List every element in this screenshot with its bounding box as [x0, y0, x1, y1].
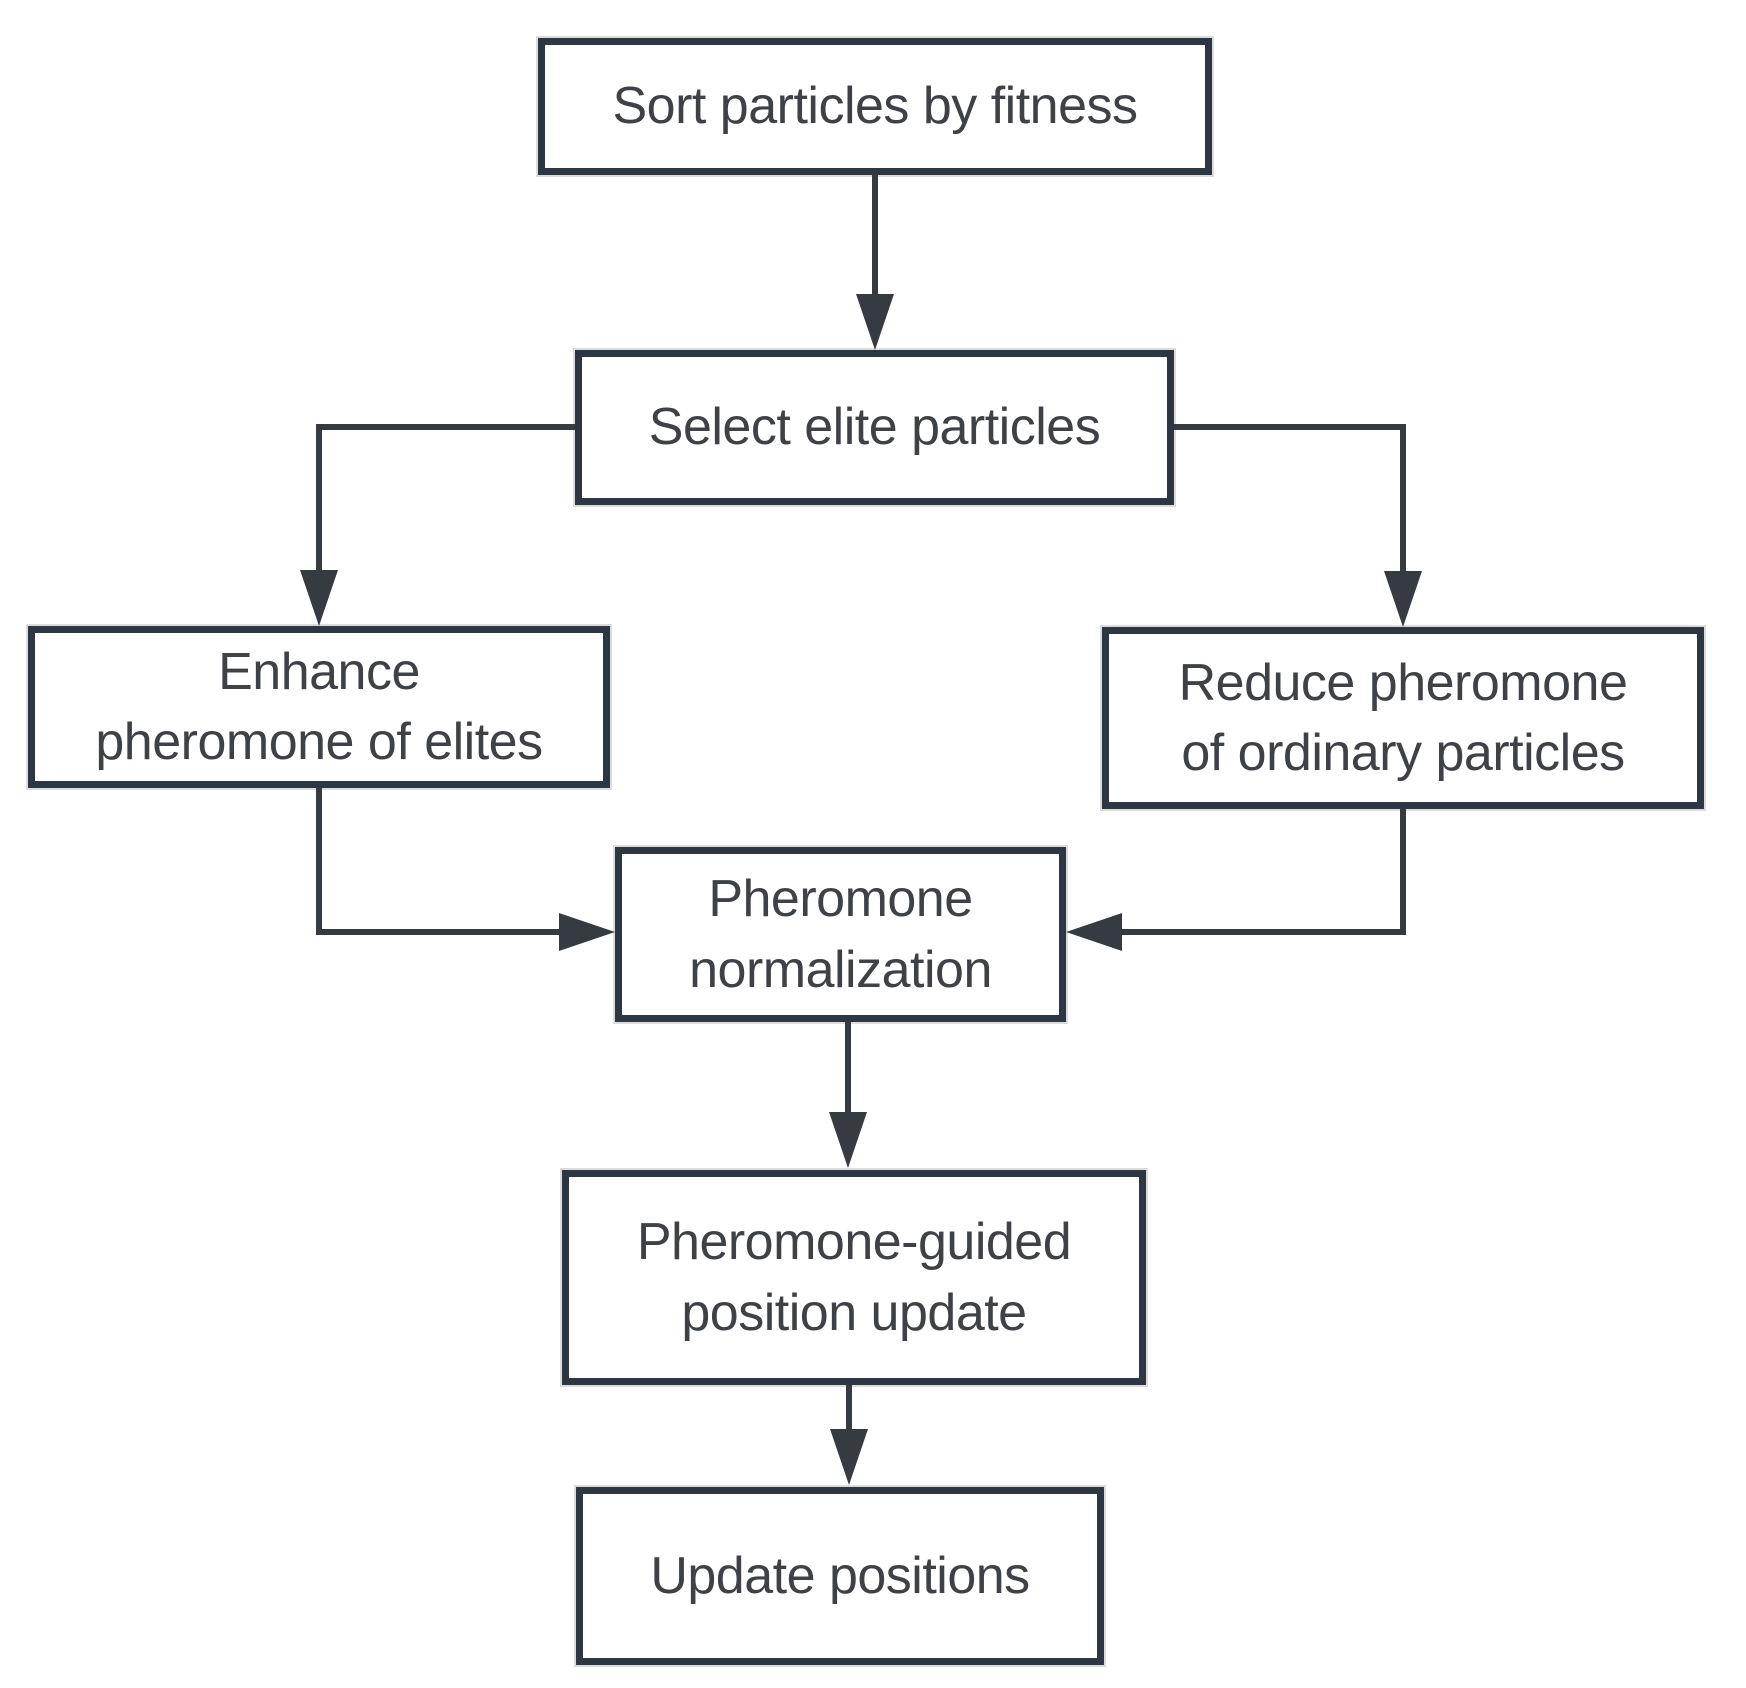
edge-sort-select-arrowhead [856, 294, 894, 350]
edge-sort-select-line [872, 175, 878, 297]
edge-guided-update-arrowhead [830, 1429, 868, 1485]
edge-select-enhance-arrowhead [300, 570, 338, 626]
edge-select-enhance-hline [316, 424, 575, 430]
node-update-positions: Update positions [576, 1487, 1104, 1665]
edge-enhance-normalize-hline [316, 929, 561, 935]
node-sort-particles-label: Sort particles by fitness [612, 77, 1138, 136]
node-sort-particles: Sort particles by fitness [538, 38, 1212, 175]
node-enhance-pheromone-label: Enhance pheromone of elites [95, 642, 543, 771]
edge-select-enhance-vline [316, 424, 322, 570]
node-pheromone-normalization: Pheromone normalization [615, 847, 1066, 1022]
edge-reduce-normalize-hline [1122, 929, 1406, 935]
edge-normalize-guided-line [845, 1022, 851, 1114]
edge-select-reduce-hline [1174, 424, 1403, 430]
node-pheromone-guided-update-label: Pheromone-guided position update [636, 1213, 1072, 1342]
node-pheromone-normalization-label: Pheromone normalization [689, 870, 992, 999]
node-pheromone-guided-update: Pheromone-guided position update [562, 1170, 1146, 1385]
node-reduce-pheromone: Reduce pheromone of ordinary particles [1102, 627, 1704, 809]
node-select-elite: Select elite particles [575, 350, 1174, 505]
edge-guided-update-line [846, 1385, 852, 1431]
edge-enhance-normalize-arrowhead [559, 913, 615, 951]
node-enhance-pheromone: Enhance pheromone of elites [28, 626, 610, 788]
node-select-elite-label: Select elite particles [648, 398, 1101, 457]
node-update-positions-label: Update positions [650, 1546, 1030, 1605]
node-reduce-pheromone-label: Reduce pheromone of ordinary particles [1178, 653, 1628, 782]
edge-select-reduce-vline [1400, 424, 1406, 571]
edge-reduce-normalize-vline [1400, 809, 1406, 935]
edge-select-reduce-arrowhead [1384, 571, 1422, 627]
edge-reduce-normalize-arrowhead [1066, 913, 1122, 951]
edge-enhance-normalize-vline [316, 788, 322, 935]
edge-normalize-guided-arrowhead [829, 1112, 867, 1168]
